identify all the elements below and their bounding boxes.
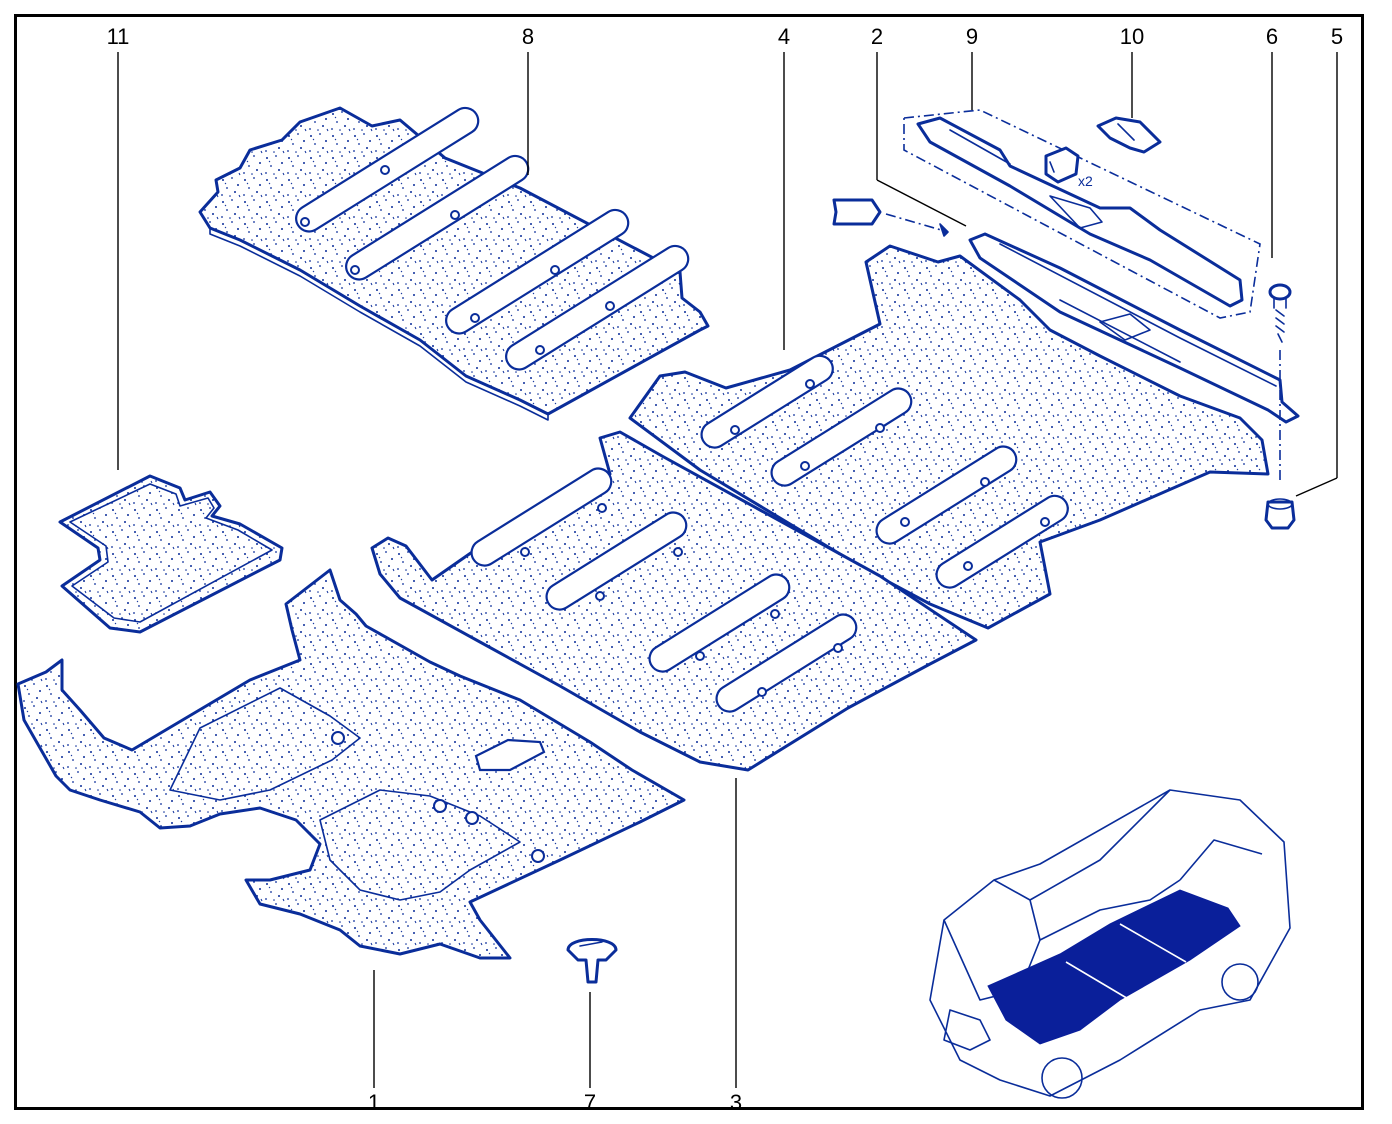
part-10-small-clip [1096, 116, 1162, 154]
part-7-push-clip [566, 938, 618, 984]
part-8-rear-floor-mat [198, 106, 710, 421]
qty-note: x2 [1078, 173, 1093, 189]
part-6-screw [1268, 283, 1292, 480]
part-2-sill-trim [968, 232, 1300, 424]
callout-7: 7 [583, 1090, 597, 1115]
callout-8: 8 [521, 24, 535, 49]
callout-11: 11 [106, 24, 130, 49]
callout-2: 2 [870, 24, 884, 49]
callout-6: 6 [1265, 24, 1279, 49]
part-1-front-floor-mat [16, 568, 686, 960]
template-plate-icon [832, 198, 949, 237]
callout-4: 4 [777, 24, 791, 49]
callout-3: 3 [729, 1090, 743, 1115]
callout-9: 9 [965, 24, 979, 49]
part-3-center-floor-mat [370, 430, 978, 772]
part-5-grommet [1264, 498, 1296, 530]
callout-leaders [117, 52, 1338, 1088]
callout-1: 1 [367, 1090, 381, 1115]
part-11-small-floor-mat [58, 474, 284, 634]
clip-x2: x2 [1044, 146, 1093, 189]
van-location-illustration [929, 789, 1291, 1099]
callout-10: 10 [1119, 24, 1145, 49]
part-4-middle-floor-mat [628, 244, 1270, 630]
part-9-trim-assembly [903, 109, 1261, 319]
callout-5: 5 [1330, 24, 1344, 49]
